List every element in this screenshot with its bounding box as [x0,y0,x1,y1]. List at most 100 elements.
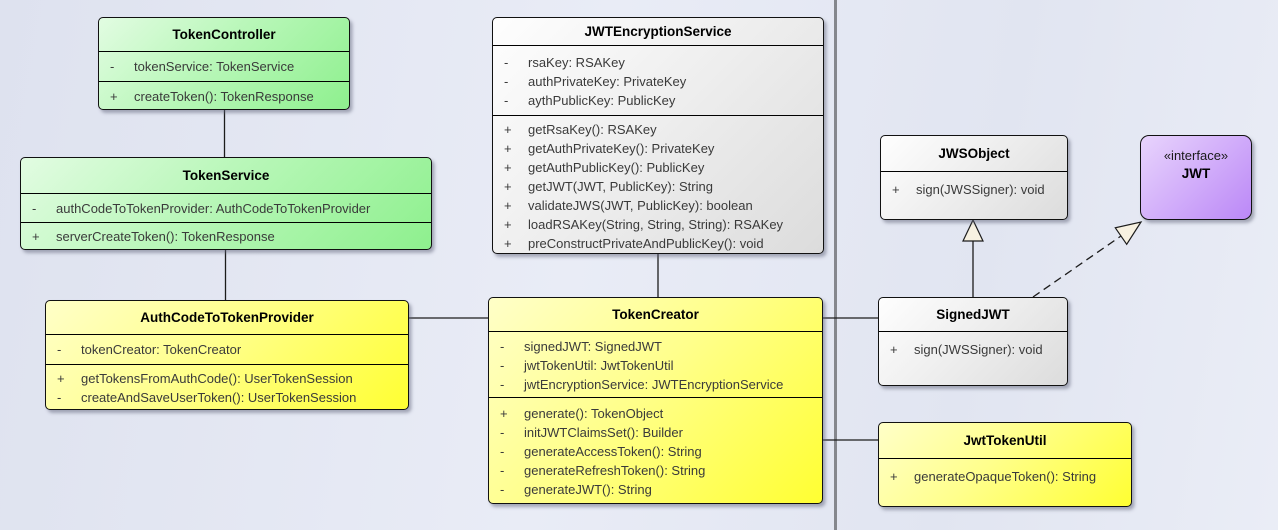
method-text: initJWTClaimsSet(): Builder [524,425,683,440]
class-token-service[interactable]: TokenService - authCodeToTokenProvider: … [20,157,432,250]
method-row: + getJWT(JWT, PublicKey): String [493,177,823,196]
visibility-marker: + [892,182,900,197]
class-title: AuthCodeToTokenProvider [140,310,314,325]
stereotype-label: «interface» [1163,148,1229,163]
method-text: createAndSaveUserToken(): UserTokenSessi… [81,390,357,405]
class-jwt-encryption-service[interactable]: JWTEncryptionService - rsaKey: RSAKey - … [492,17,824,254]
class-token-creator[interactable]: TokenCreator - signedJWT: SignedJWT - jw… [488,297,823,504]
method-text: sign(JWSSigner): void [914,342,1043,357]
visibility-marker: + [504,122,512,137]
methods-compartment: + getTokensFromAuthCode(): UserTokenSess… [46,364,408,410]
visibility-marker: + [504,236,512,251]
visibility-marker: + [504,179,512,194]
attribute-text: rsaKey: RSAKey [528,55,625,70]
method-text: getRsaKey(): RSAKey [528,122,657,137]
methods-compartment: + generateOpaqueToken(): String [879,458,1131,506]
method-text: generateJWT(): String [524,482,652,497]
class-auth-code-to-token-provider[interactable]: AuthCodeToTokenProvider - tokenCreator: … [45,300,409,410]
attribute-text: signedJWT: SignedJWT [524,339,662,354]
attribute-row: - authCodeToTokenProvider: AuthCodeToTok… [21,199,431,218]
visibility-marker: - [57,342,62,357]
method-row: + sign(JWSSigner): void [879,340,1067,359]
method-row: + createToken(): TokenResponse [99,87,349,106]
method-row: - generateJWT(): String [489,480,822,499]
visibility-marker: + [57,371,65,386]
visibility-marker: + [890,469,898,484]
visibility-marker: - [500,339,505,354]
class-title: TokenCreator [612,307,699,322]
attribute-row: - signedJWT: SignedJWT [489,337,822,356]
method-text: getJWT(JWT, PublicKey): String [528,179,713,194]
class-token-controller[interactable]: TokenController - tokenService: TokenSer… [98,17,350,110]
method-text: generateRefreshToken(): String [524,463,706,478]
class-title: SignedJWT [936,307,1010,322]
method-row: - generateAccessToken(): String [489,442,822,461]
method-text: generateAccessToken(): String [524,444,702,459]
visibility-marker: - [110,59,115,74]
visibility-marker: + [504,160,512,175]
method-text: generateOpaqueToken(): String [914,469,1097,484]
method-text: sign(JWSSigner): void [916,182,1045,197]
method-text: loadRSAKey(String, String, String): RSAK… [528,217,784,232]
visibility-marker: + [504,217,512,232]
generalization-arrowhead [962,218,984,242]
page-divider-line [834,0,837,530]
attribute-row: - rsaKey: RSAKey [493,53,823,72]
method-text: validateJWS(JWT, PublicKey): boolean [528,198,753,213]
realization-arrowhead [1114,221,1143,246]
method-row: + sign(JWSSigner): void [881,180,1067,199]
realization-signedjwt-jwt[interactable] [1032,235,1122,298]
attribute-row: - jwtTokenUtil: JwtTokenUtil [489,356,822,375]
visibility-marker: - [500,463,505,478]
class-jwt-interface[interactable]: «interface» JWT [1140,135,1252,220]
attribute-text: tokenCreator: TokenCreator [81,342,242,357]
method-row: - createAndSaveUserToken(): UserTokenSes… [46,388,408,407]
class-title: JwtTokenUtil [963,433,1047,448]
visibility-marker: - [32,200,37,216]
attribute-text: authCodeToTokenProvider: AuthCodeToToken… [56,200,371,216]
visibility-marker: + [110,88,118,104]
attribute-text: aythPublicKey: PublicKey [528,93,676,108]
method-text: serverCreateToken(): TokenResponse [56,229,275,244]
visibility-marker: - [504,74,509,89]
method-text: getAuthPrivateKey(): PrivateKey [528,141,715,156]
attribute-row: - authPrivateKey: PrivateKey [493,72,823,91]
visibility-marker: - [504,93,509,108]
class-jwt-token-util[interactable]: JwtTokenUtil + generateOpaqueToken(): St… [878,422,1132,507]
method-row: + loadRSAKey(String, String, String): RS… [493,215,823,234]
class-title: JWT [1181,166,1211,181]
visibility-marker: + [504,198,512,213]
attributes-compartment: - authCodeToTokenProvider: AuthCodeToTok… [21,193,431,222]
visibility-marker: - [500,482,505,497]
attributes-compartment: - rsaKey: RSAKey - authPrivateKey: Priva… [493,45,823,115]
method-text: preConstructPrivateAndPublicKey(): void [528,236,764,251]
method-row: - generateRefreshToken(): String [489,461,822,480]
class-title: JWSObject [938,146,1010,161]
methods-compartment: + sign(JWSSigner): void [881,171,1067,219]
method-text: getTokensFromAuthCode(): UserTokenSessio… [81,371,353,386]
class-title: TokenController [172,27,276,42]
class-jws-object[interactable]: JWSObject + sign(JWSSigner): void [880,135,1068,220]
method-row: + getAuthPublicKey(): PublicKey [493,158,823,177]
attribute-text: jwtEncryptionService: JWTEncryptionServi… [524,377,784,392]
methods-compartment: + createToken(): TokenResponse [99,81,349,110]
class-signed-jwt[interactable]: SignedJWT + sign(JWSSigner): void [878,297,1068,386]
attributes-compartment: - tokenCreator: TokenCreator [46,334,408,364]
attribute-row: - tokenCreator: TokenCreator [46,340,408,359]
visibility-marker: - [504,55,509,70]
attribute-text: tokenService: TokenService [134,59,295,74]
visibility-marker: - [500,425,505,440]
method-row: + getRsaKey(): RSAKey [493,120,823,139]
method-text: getAuthPublicKey(): PublicKey [528,160,705,175]
class-title: TokenService [182,168,270,183]
methods-compartment: + getRsaKey(): RSAKey + getAuthPrivateKe… [493,115,823,254]
visibility-marker: - [500,358,505,373]
method-row: + getTokensFromAuthCode(): UserTokenSess… [46,369,408,388]
method-row: - initJWTClaimsSet(): Builder [489,423,822,442]
methods-compartment: + sign(JWSSigner): void [879,331,1067,385]
method-text: createToken(): TokenResponse [134,88,314,104]
visibility-marker: - [500,377,505,392]
method-text: generate(): TokenObject [524,406,664,421]
attribute-row: - jwtEncryptionService: JWTEncryptionSer… [489,375,822,394]
